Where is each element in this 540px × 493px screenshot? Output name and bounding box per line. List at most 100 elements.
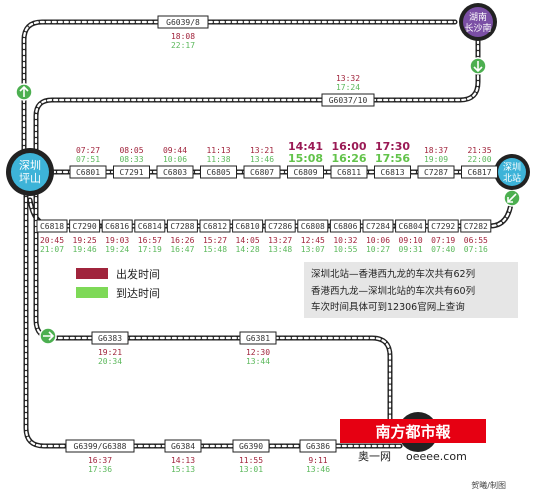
- departure-time: 21:35: [467, 146, 491, 155]
- train-code-box: [166, 219, 198, 233]
- train-code: C7291: [119, 168, 143, 177]
- train-code-box: [417, 165, 455, 179]
- departure-time: 11:13: [206, 146, 230, 155]
- train-code: C6811: [337, 168, 361, 177]
- note-box: 深圳北站—香港西九龙的车次共有62列 香港西九龙—深圳北站的车次共有60列 车次…: [304, 262, 518, 318]
- arrival-time: 22:17: [171, 41, 195, 50]
- arrival-time: 15:48: [203, 245, 227, 254]
- departure-time: 16:37: [88, 456, 112, 465]
- legend-arrival-swatch: [76, 287, 108, 298]
- legend-departure-label: 出发时间: [116, 267, 160, 281]
- departure-time: 10:06: [366, 236, 390, 245]
- arrival-time: 07:40: [431, 245, 455, 254]
- train-code: C7292: [431, 222, 455, 231]
- train-code: C6808: [301, 222, 325, 231]
- arrival-time: 22:00: [467, 155, 491, 164]
- departure-time: 17:30: [375, 140, 410, 153]
- train-code: C6817: [467, 168, 491, 177]
- rail-tracks: [21, 19, 515, 449]
- train-code: C6812: [203, 222, 227, 231]
- train-code: G6390: [239, 442, 263, 451]
- train-code: C6805: [206, 168, 230, 177]
- arrival-time: 15:13: [171, 465, 195, 474]
- departure-time: 06:55: [464, 236, 488, 245]
- train-code: C6801: [76, 168, 100, 177]
- departure-time: 07:27: [76, 146, 100, 155]
- arrival-time: 13:48: [268, 245, 292, 254]
- arrival-time: 09:31: [399, 245, 423, 254]
- track-top-changsha: [21, 19, 458, 153]
- arrival-time: 16:47: [170, 245, 194, 254]
- departure-time: 19:03: [105, 236, 129, 245]
- train-code: C6804: [399, 222, 423, 231]
- train-code-box: [101, 219, 133, 233]
- train-code: C6813: [380, 168, 404, 177]
- departure-time: 18:37: [424, 146, 448, 155]
- train-code-box: [329, 219, 361, 233]
- train-code: C6806: [333, 222, 357, 231]
- train-code-box: [36, 219, 68, 233]
- arrow-up-icon: [15, 83, 33, 101]
- train-code: C6816: [105, 222, 129, 231]
- arrival-time: 19:09: [424, 155, 448, 164]
- station-hunan-changsha: 湖南 长沙南: [459, 3, 497, 41]
- arrival-time: 07:51: [76, 155, 100, 164]
- direction-arrows: [15, 57, 521, 345]
- arrival-time: 13:07: [301, 245, 325, 254]
- train-code: C6814: [138, 222, 162, 231]
- train-code-box: [321, 93, 375, 107]
- station-label-line1: 湖南: [469, 11, 487, 23]
- arrival-time: 13:44: [246, 357, 270, 366]
- arrival-time: 16:26: [331, 152, 366, 165]
- track-changsha-return: [33, 37, 481, 158]
- departure-time: 19:25: [73, 236, 97, 245]
- train-code-box: [461, 165, 498, 179]
- train-code-box: [200, 165, 237, 179]
- train-code-box: [243, 165, 281, 179]
- train-code-box: [157, 15, 209, 29]
- logo-url: oeeee.com: [406, 450, 467, 463]
- train-labels: G6039/818:0822:17G6037/1013:3217:24C6801…: [36, 15, 498, 474]
- legend-departure-swatch: [76, 268, 108, 279]
- arrival-time: 13:01: [239, 465, 263, 474]
- train-code: C6803: [163, 168, 187, 177]
- arrow-right-icon: [39, 327, 57, 345]
- train-code-box: [232, 439, 270, 453]
- train-code: G6039/8: [166, 18, 200, 27]
- train-code-box: [91, 331, 129, 345]
- arrival-time: 15:08: [288, 152, 323, 165]
- departure-time: 13:32: [336, 74, 360, 83]
- arrival-time: 17:19: [138, 245, 162, 254]
- train-code-box: [239, 331, 277, 345]
- train-code: C6807: [250, 168, 274, 177]
- train-code-box: [164, 439, 202, 453]
- train-code: G6037/10: [329, 96, 368, 105]
- train-code-box: [264, 219, 296, 233]
- arrival-time: 19:24: [105, 245, 129, 254]
- arrival-time: 21:07: [40, 245, 64, 254]
- train-code: C7288: [170, 222, 194, 231]
- departure-time: 07:19: [431, 236, 455, 245]
- station-label-line2: 北站: [503, 172, 521, 184]
- departure-time: 08:05: [119, 146, 143, 155]
- train-code-box: [330, 165, 368, 179]
- departure-time: 10:32: [333, 236, 357, 245]
